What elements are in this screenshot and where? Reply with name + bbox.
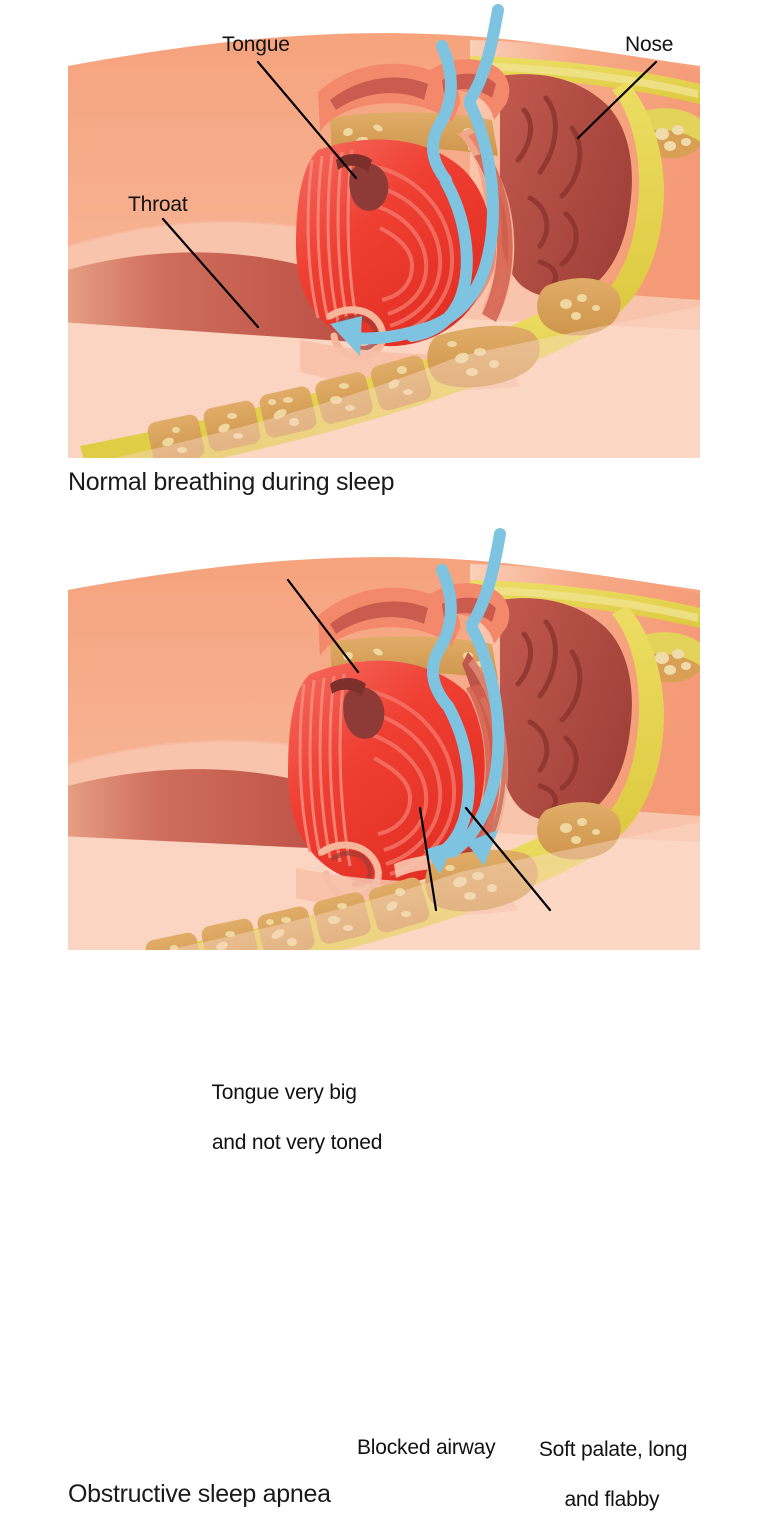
label-tongue: Tongue	[222, 33, 290, 56]
caption-normal-breathing: Normal breathing during sleep	[68, 468, 395, 496]
head-cross-section	[68, 33, 700, 459]
leader-line-tongue-enlarged	[286, 578, 360, 674]
label-throat: Throat	[128, 193, 188, 216]
facial-bone-strip	[590, 82, 664, 322]
label-soft-palate-line1: Soft palate, long	[538, 1438, 688, 1461]
leader-line-blocked-airway	[418, 806, 438, 912]
leader-line-tongue	[256, 60, 358, 180]
tongue-muscle-fibers	[298, 673, 352, 867]
upper-lip	[318, 63, 461, 132]
label-nose: Nose	[625, 33, 674, 56]
leader-line-soft-palate	[464, 806, 552, 912]
tongue-base-recess	[349, 163, 389, 211]
panel-normal-breathing: Tongue Nose Throat Normal breathing duri…	[0, 0, 768, 512]
label-tongue-enlarged: Tongue very big and not very toned	[178, 1055, 382, 1180]
airflow-arrowhead-normal	[330, 316, 426, 356]
tongue-contours	[371, 164, 455, 338]
vertebrae-marrow	[162, 294, 600, 453]
illustration-obstructive-sleep-apnea	[0, 512, 768, 1024]
upper-lip	[318, 587, 461, 656]
vertebrae-group	[145, 802, 621, 951]
label-tongue-enlarged-line2: and not very toned	[211, 1131, 383, 1154]
leader-line-throat	[161, 217, 260, 329]
label-tongue-enlarged-line1: Tongue very big	[211, 1081, 357, 1104]
vertebrae-group	[147, 278, 621, 459]
facial-bone-strip	[590, 606, 664, 846]
label-blocked-airway: Blocked airway	[357, 1436, 496, 1459]
vertebrae-marrow	[170, 818, 600, 951]
leader-line-nose	[576, 60, 658, 140]
panel-obstructive-sleep-apnea: Tongue very big and not very toned Block…	[0, 512, 768, 1511]
arrowhead-blocked-outer	[466, 830, 498, 866]
leader-lines-normal	[161, 60, 658, 329]
tongue-base-recess	[343, 687, 385, 739]
airflow-arrowheads-apnea	[424, 830, 498, 874]
illustration-normal-breathing	[0, 0, 768, 512]
caption-obstructive-sleep-apnea: Obstructive sleep apnea	[68, 1480, 331, 1508]
sinus-bone-right	[640, 632, 700, 683]
arrowhead-blocked-inner	[424, 840, 456, 874]
label-soft-palate: Soft palate, long and flabby	[505, 1412, 688, 1537]
head-cross-section	[68, 557, 700, 951]
tongue-contours	[365, 688, 457, 876]
airflow-arrows-normal	[406, 4, 504, 342]
leader-lines-apnea	[286, 578, 552, 912]
label-soft-palate-line2: and flabby	[564, 1488, 660, 1511]
